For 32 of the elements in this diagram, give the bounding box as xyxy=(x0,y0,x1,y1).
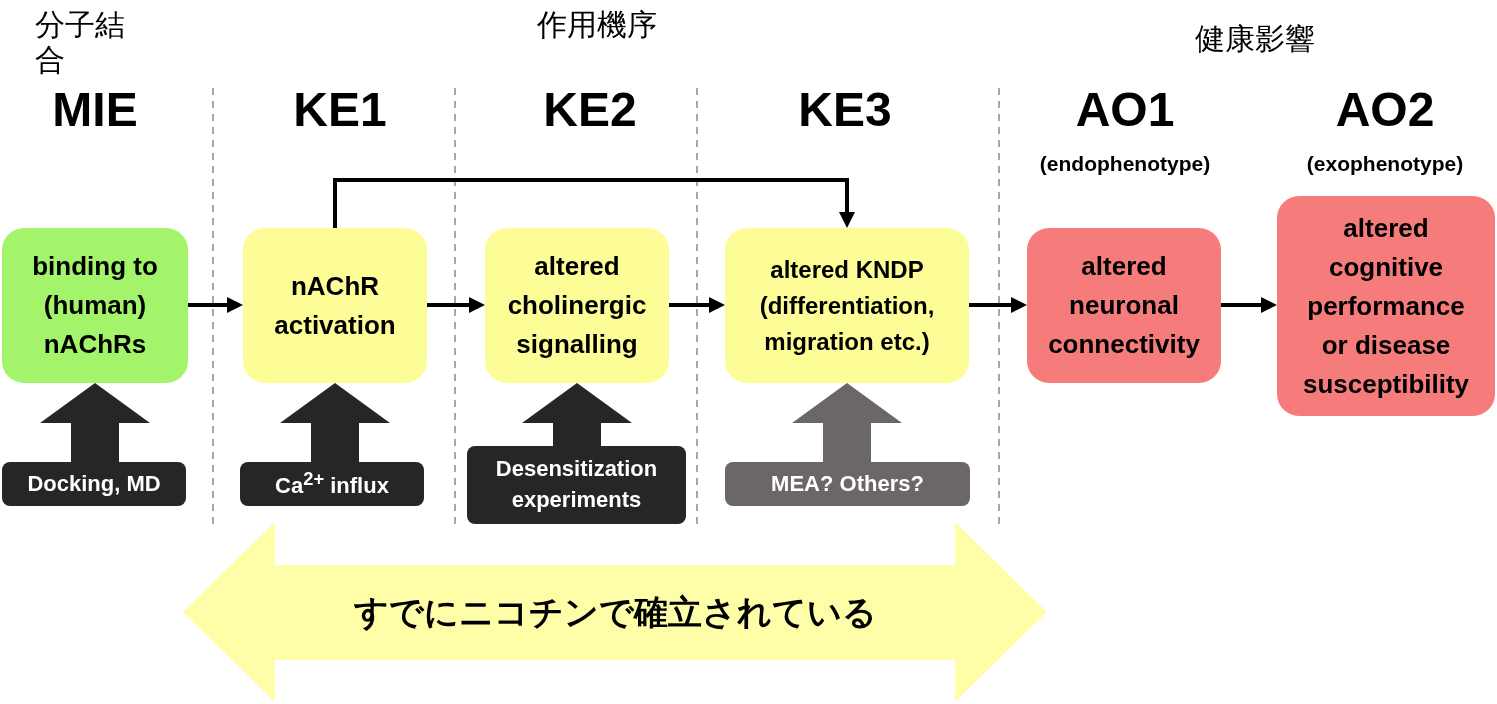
stage-heading: KE2 xyxy=(543,82,637,138)
method-box: Docking, MD xyxy=(2,462,186,506)
arrow xyxy=(969,297,1027,313)
event-box: altered cholinergic signalling xyxy=(485,228,669,383)
stage-heading: MIE xyxy=(52,82,138,138)
phase-heading: 作用機序 xyxy=(537,8,657,43)
stage-heading: KE3 xyxy=(798,82,892,138)
method-box: Desensitization experiments xyxy=(467,446,686,524)
stage-heading: AO2 xyxy=(1335,82,1435,138)
event-box: binding to (human) nAChRs xyxy=(2,228,188,383)
block-arrow xyxy=(280,383,390,462)
arrow xyxy=(1221,297,1277,313)
arrow xyxy=(427,297,485,313)
arrow xyxy=(333,178,855,228)
event-box: nAChR activation xyxy=(243,228,427,383)
stage-heading: KE1 xyxy=(293,82,387,138)
arrow xyxy=(188,297,243,313)
event-box: altered KNDP (differentiation, migration etc.) xyxy=(725,228,969,383)
event-box: altered cognitive performance or disease susceptibility xyxy=(1277,196,1495,416)
banner-text: すでにニコチンで確立されている xyxy=(353,591,877,633)
event-box: altered neuronal connectivity xyxy=(1027,228,1221,383)
stage-heading: AO1 xyxy=(1075,82,1175,138)
block-arrow xyxy=(522,383,632,446)
arrow xyxy=(669,297,725,313)
phase-heading: 分子結合 xyxy=(35,8,126,77)
stage-subtitle: (endophenotype) xyxy=(1039,152,1211,177)
double-arrow xyxy=(183,522,1047,702)
method-box: Ca$^{2+}$ influx xyxy=(240,462,424,506)
phase-heading: 健康影響 xyxy=(1195,22,1315,57)
block-arrow xyxy=(792,383,902,462)
stage-subtitle: (exophenotype) xyxy=(1306,152,1464,177)
method-box: MEA? Others? xyxy=(725,462,970,506)
